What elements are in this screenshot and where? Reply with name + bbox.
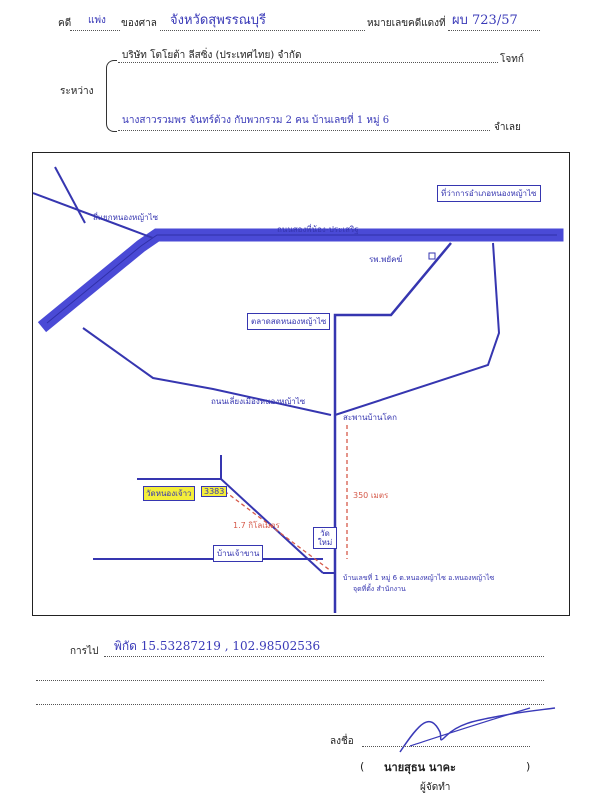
between-label: ระหว่าง <box>60 86 94 97</box>
plaintiff-name: บริษัท โตโยต้า ลีสซิ่ง (ประเทศไทย) จำกัด <box>122 50 302 61</box>
black-no-value: ผบ 723/57 <box>452 13 518 28</box>
plaintiff-line <box>118 62 498 63</box>
route-line-3 <box>36 704 544 705</box>
map-drawing <box>33 166 564 613</box>
road-top-left-a <box>33 192 154 239</box>
signer-role: ผู้จัดทำ <box>420 782 451 793</box>
defendant-line <box>118 130 490 131</box>
target-note: จุดที่ตั้ง สำนักงาน <box>353 585 406 593</box>
district-office-label: ที่ว่าการอำเภอหนองหญ้าไซ <box>437 185 541 202</box>
defendant-role: จำเลย <box>494 122 521 133</box>
case-label: คดี <box>58 18 72 29</box>
main-road <box>37 228 564 333</box>
court-label: ของศาล <box>121 18 157 29</box>
case-type: แพ่ง <box>88 15 106 26</box>
sign-label: ลงชื่อ <box>330 736 354 747</box>
distance-vertical-label: 350 เมตร <box>353 491 389 500</box>
bridge-label: สะพานบ้านโคก <box>343 413 397 422</box>
court-line <box>160 30 365 31</box>
school-marker <box>428 252 436 260</box>
bypass-label: ถนนเลี่ยงเมืองหนองหญ้าไซ <box>211 397 306 406</box>
village-label: บ้านเจ้าขาน <box>213 545 264 562</box>
road-top-left-b <box>54 166 86 224</box>
route-line-1 <box>104 656 544 657</box>
road-bypass <box>82 327 332 416</box>
black-no-line <box>448 30 540 31</box>
signature-icon <box>399 707 556 753</box>
road-center <box>333 242 452 613</box>
school-label: รพ.พยัคฆ์ <box>369 255 403 264</box>
plaintiff-role: โจทก์ <box>500 54 524 65</box>
highlight-b: 3383 <box>201 486 228 497</box>
coordinates: พิกัด 15.53287219 , 102.98502536 <box>114 639 321 653</box>
distance-red-label: 1.7 กิโลเมตร <box>233 521 280 530</box>
sign-line <box>362 746 530 747</box>
target-label: บ้านเลขที่ 1 หมู่ 6 ต.หนองหญ้าไซ อ.หนองห… <box>343 574 495 582</box>
red-route <box>218 486 332 572</box>
route-label: การไป <box>70 646 99 657</box>
close-paren: ) <box>526 760 531 773</box>
between-brace <box>106 60 117 132</box>
signer-name: นายสุธน นาคะ <box>384 761 456 774</box>
open-paren: ( <box>360 760 365 773</box>
market-label: ตลาดสดหนองหญ้าไซ <box>247 313 331 330</box>
route-line-2 <box>36 680 544 681</box>
highlight-a: วัดหนองเจ้าว <box>143 486 195 501</box>
main-road-edge <box>46 234 557 324</box>
junction-top-left-label: สี่แยกหนองหญ้าไซ <box>93 213 159 222</box>
black-no-label: หมายเลขคดีแดงที่ <box>367 18 446 29</box>
main-road-label: ถนนสองพี่น้อง-ประเสริฐ <box>277 225 359 234</box>
temple-label: วัด ใหม่ <box>313 527 337 549</box>
case-type-line <box>70 30 120 31</box>
court-name: จังหวัดสุพรรณบุรี <box>170 13 267 28</box>
road-right-curve <box>334 242 501 416</box>
map-frame: สี่แยกหนองหญ้าไซ ถนนสองพี่น้อง-ประเสริฐ … <box>32 152 570 616</box>
defendant-name: นางสาวรวมพร จันทร์ด้วง กับพวกรวม 2 คน บ้… <box>122 115 390 126</box>
